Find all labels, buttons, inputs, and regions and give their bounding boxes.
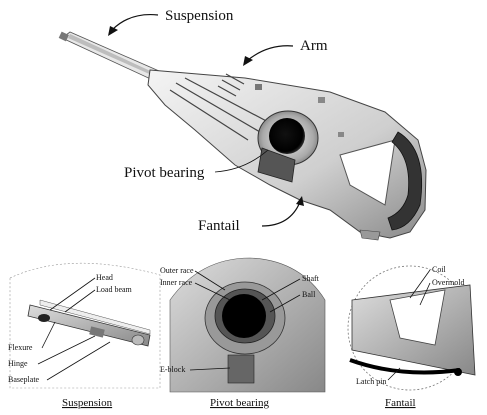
svg-text:Inner race: Inner race	[160, 278, 193, 287]
svg-text:Baseplate: Baseplate	[8, 375, 40, 384]
pivot-bearing-hole	[269, 118, 305, 154]
svg-text:Ball: Ball	[302, 290, 316, 299]
svg-text:Latch pin: Latch pin	[356, 377, 386, 386]
label-pivot-bearing: Pivot bearing	[124, 165, 205, 181]
arrow-arm	[248, 46, 293, 60]
caption-pivot-bearing: Pivot bearing	[210, 397, 269, 409]
arrow-suspension	[112, 15, 158, 30]
svg-text:E-block: E-block	[160, 365, 185, 374]
caption-fantail: Fantail	[385, 397, 416, 409]
label-fantail: Fantail	[198, 218, 240, 234]
arrow-fantail	[262, 202, 300, 226]
caption-suspension: Suspension	[62, 397, 113, 409]
label-suspension: Suspension	[165, 8, 234, 24]
svg-text:Outer race: Outer race	[160, 266, 194, 275]
svg-text:Overmold: Overmold	[432, 278, 464, 287]
svg-text:Flexure: Flexure	[8, 343, 33, 352]
arm-assembly	[59, 32, 426, 240]
svg-text:Shaft: Shaft	[302, 274, 320, 283]
svg-text:Load beam: Load beam	[96, 285, 133, 294]
svg-text:Coil: Coil	[432, 265, 447, 274]
suspension-detail	[10, 263, 160, 388]
svg-text:Head: Head	[96, 273, 113, 282]
label-arm: Arm	[300, 38, 328, 54]
svg-text:Hinge: Hinge	[8, 359, 28, 368]
